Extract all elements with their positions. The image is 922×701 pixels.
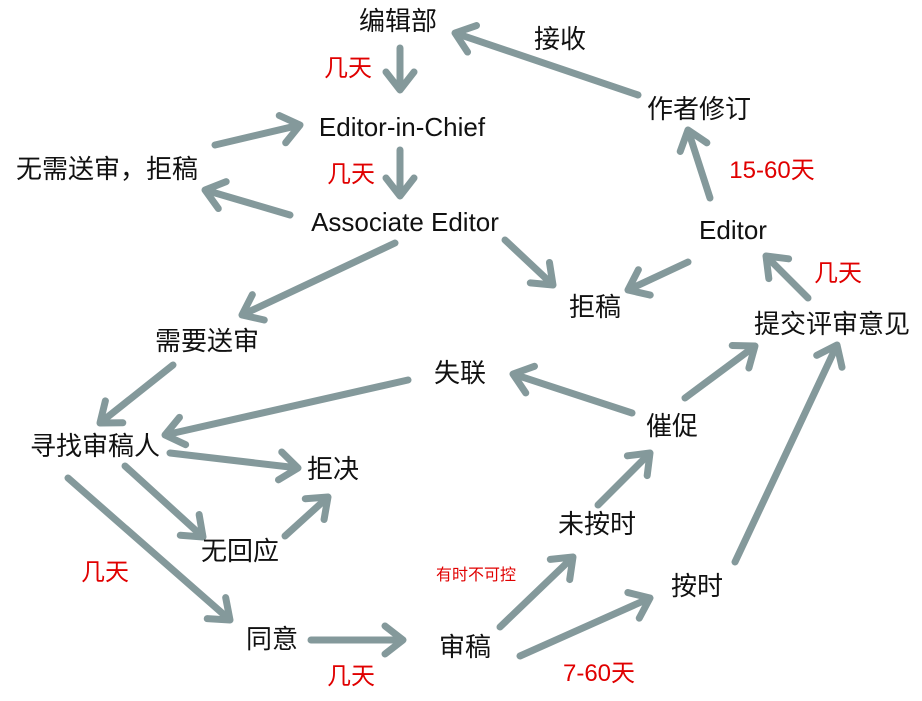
node-find-reviewers: 寻找审稿人 — [29, 432, 161, 462]
node-editorial-office: 编辑部 — [358, 7, 438, 37]
arrow-revision-to-office — [451, 22, 642, 99]
arrow-urge-to-comments — [681, 341, 759, 402]
duration-comments-to-editor: 几天 — [814, 259, 862, 287]
node-editor-in-chief: Editor-in-Chief — [318, 112, 486, 142]
duration-agree-to-review: 几天 — [327, 662, 375, 690]
arrow-review-to-on-time — [516, 589, 654, 660]
node-no-response: 无回应 — [200, 537, 280, 567]
node-lost-contact: 失联 — [433, 359, 487, 389]
arrow-editor-to-reject — [624, 258, 692, 299]
arrow-on-time-to-comments — [731, 341, 846, 566]
arrow-to-chief — [211, 111, 304, 149]
arrow-review-to-not-on-time — [496, 553, 577, 631]
duration-find-to-agree: 几天 — [81, 558, 129, 586]
arrow-find-to-decline — [166, 448, 302, 484]
duration-editor-to-revision: 15-60天 — [729, 157, 815, 184]
arrow-lost-to-find — [161, 376, 412, 449]
arrow-find-to-agree — [64, 474, 234, 624]
arrow-associate-to-noreview — [201, 178, 294, 219]
arrow-noresponse-to-decline — [281, 493, 332, 540]
node-reviewing: 审稿 — [438, 633, 492, 663]
arrow-find-to-noresponse — [121, 462, 207, 541]
node-decline: 拒决 — [306, 455, 360, 485]
node-agree: 同意 — [245, 625, 299, 655]
node-associate-editor: Associate Editor — [311, 207, 499, 237]
arrow-comments-to-editor — [762, 252, 812, 302]
duration-office-to-chief: 几天 — [324, 54, 372, 82]
node-reject: 拒稿 — [568, 293, 622, 323]
node-not-on-time: 未按时 — [557, 510, 637, 540]
arrow-needs-to-find — [96, 361, 177, 427]
arrow-not-on-time-to-urge — [594, 449, 654, 509]
arrow-chief-to-associate — [382, 146, 418, 200]
duration-chief-to-associate: 几天 — [327, 160, 375, 188]
arrow-agree-to-review — [307, 622, 407, 658]
edge-label-receive: 接收 — [533, 25, 587, 55]
arrow-editor-to-revision — [676, 126, 714, 202]
node-author-revision: 作者修订 — [646, 95, 752, 125]
node-needs-review: 需要送审 — [154, 327, 260, 357]
node-urge: 催促 — [645, 412, 699, 442]
node-no-review-reject: 无需送审，拒稿 — [15, 155, 199, 185]
node-submit-comments: 提交评审意见 — [753, 310, 911, 340]
arrow-office-to-chief — [382, 44, 418, 94]
node-editor: Editor — [699, 215, 767, 245]
node-on-time: 按时 — [670, 572, 724, 602]
arrow-associate-to-needs — [238, 239, 399, 324]
note-uncontrollable: 有时不可控 — [435, 565, 517, 584]
arrow-associate-to-reject — [501, 236, 557, 289]
arrow-urge-to-lost — [509, 362, 636, 417]
duration-review-on-time: 7-60天 — [562, 660, 636, 687]
